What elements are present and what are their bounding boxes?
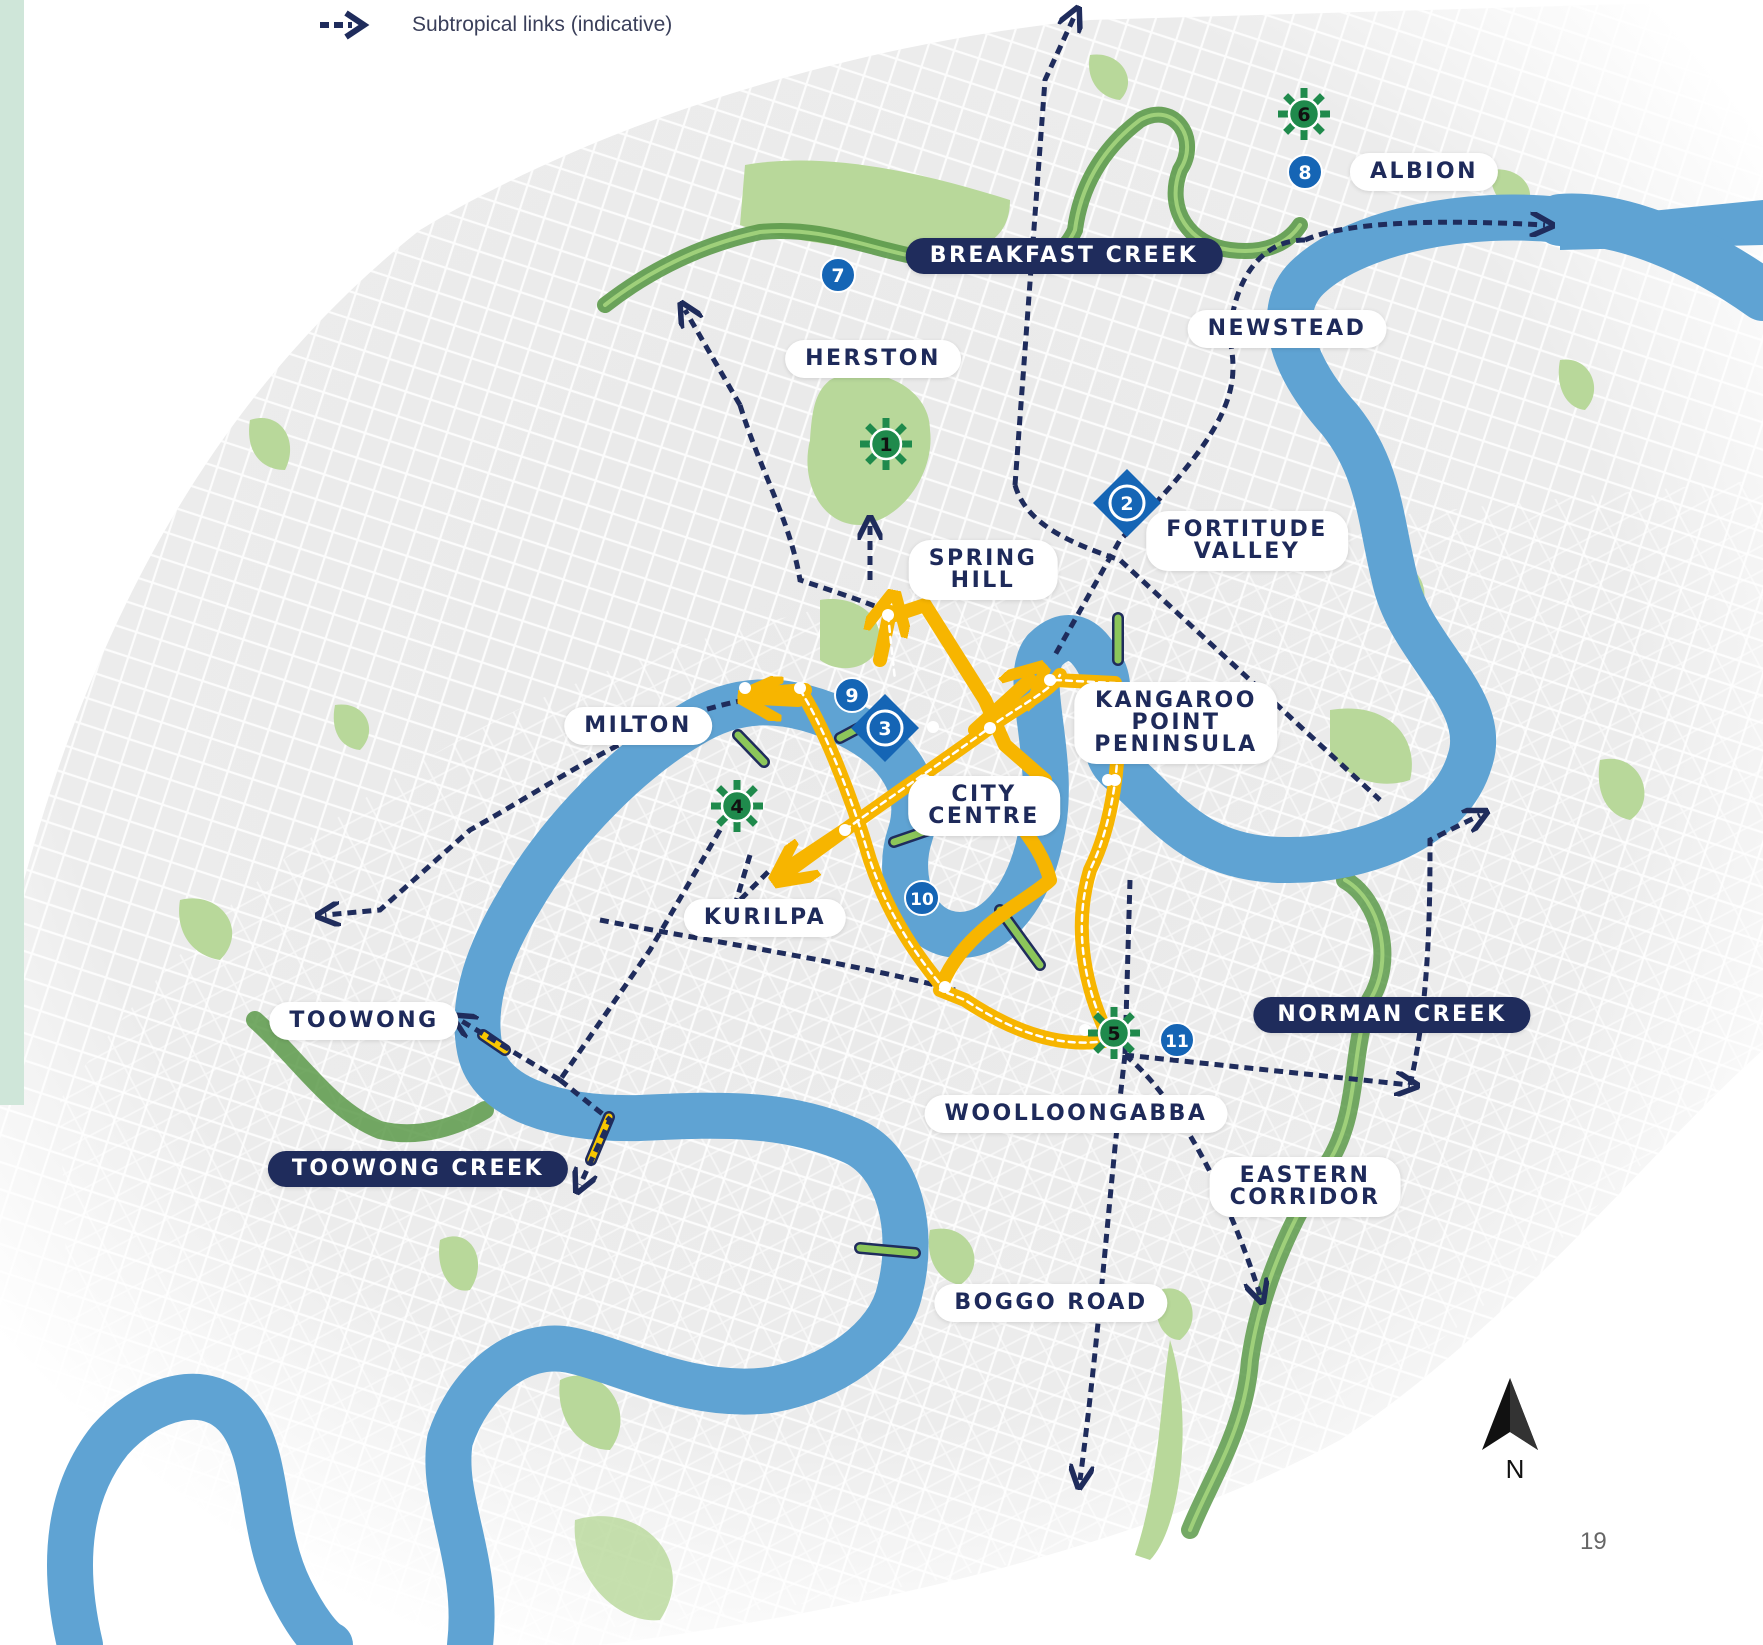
- site-marker-number: 1: [879, 434, 892, 456]
- site-marker-4: 4: [711, 780, 763, 832]
- page-number: 19: [1580, 1528, 1607, 1555]
- site-marker-11: 11: [1159, 1022, 1195, 1058]
- place-label-kurilpa: KURILPA: [683, 899, 847, 937]
- north-label: N: [1505, 1454, 1525, 1484]
- place-label-herston: HERSTON: [785, 340, 961, 378]
- place-label-spring-hill: SPRING HILL: [908, 540, 1058, 600]
- dashed-arrow-icon: [320, 10, 370, 40]
- markers-layer: 1 2 3 4 5 6 7 8 9 10 11: [711, 88, 1330, 1059]
- site-marker-number: 2: [1120, 493, 1133, 515]
- legend-label: Subtropical links (indicative): [412, 13, 673, 36]
- site-marker-number: 5: [1107, 1023, 1120, 1045]
- site-marker-3: 3: [851, 694, 919, 762]
- site-marker-9: 9: [834, 677, 870, 713]
- site-marker-number: 6: [1297, 104, 1310, 126]
- site-marker-7: 7: [820, 257, 856, 293]
- creek-label-breakfast-creek: BREAKFAST CREEK: [905, 238, 1223, 274]
- place-label-eastern-corridor: EASTERN CORRIDOR: [1209, 1157, 1401, 1217]
- site-marker-number: 11: [1165, 1032, 1189, 1052]
- site-marker-10: 10: [904, 880, 940, 916]
- site-marker-number: 4: [730, 796, 743, 818]
- site-marker-2: 2: [1093, 469, 1161, 537]
- site-marker-number: 3: [878, 718, 891, 740]
- legend: Subtropical links (indicative): [316, 8, 672, 42]
- site-marker-6: 6: [1278, 88, 1330, 140]
- place-label-albion: ALBION: [1349, 153, 1499, 191]
- city-core-routes: [739, 605, 1126, 1050]
- creek-label-toowong-creek: TOOWONG CREEK: [267, 1151, 569, 1187]
- site-marker-number: 7: [831, 265, 844, 287]
- north-arrow-icon: [1482, 1378, 1538, 1450]
- place-label-kangaroo-point: KANGAROO POINT PENINSULA: [1074, 682, 1278, 764]
- site-marker-1: 1: [860, 418, 912, 470]
- subtropical-links: [325, 15, 1545, 1480]
- north-indicator: N: [1480, 1378, 1550, 1485]
- side-accent-bar: [0, 0, 24, 1105]
- site-marker-number: 10: [910, 890, 934, 910]
- site-marker-number: 8: [1298, 162, 1311, 184]
- place-label-newstead: NEWSTEAD: [1187, 310, 1387, 348]
- site-marker-8: 8: [1287, 154, 1323, 190]
- site-marker-5: 5: [1088, 1007, 1140, 1059]
- site-marker-number: 9: [845, 685, 858, 707]
- place-label-milton: MILTON: [564, 707, 712, 745]
- place-label-city-centre: CITY CENTRE: [908, 776, 1060, 836]
- place-label-boggo-road: BOGGO ROAD: [934, 1284, 1168, 1322]
- place-label-woolloongabba: WOOLLOONGABBA: [924, 1095, 1228, 1133]
- place-label-fortitude-valley: FORTITUDE VALLEY: [1146, 511, 1348, 571]
- creek-label-norman-creek: NORMAN CREEK: [1253, 997, 1531, 1033]
- place-label-toowong: TOOWONG: [269, 1002, 459, 1040]
